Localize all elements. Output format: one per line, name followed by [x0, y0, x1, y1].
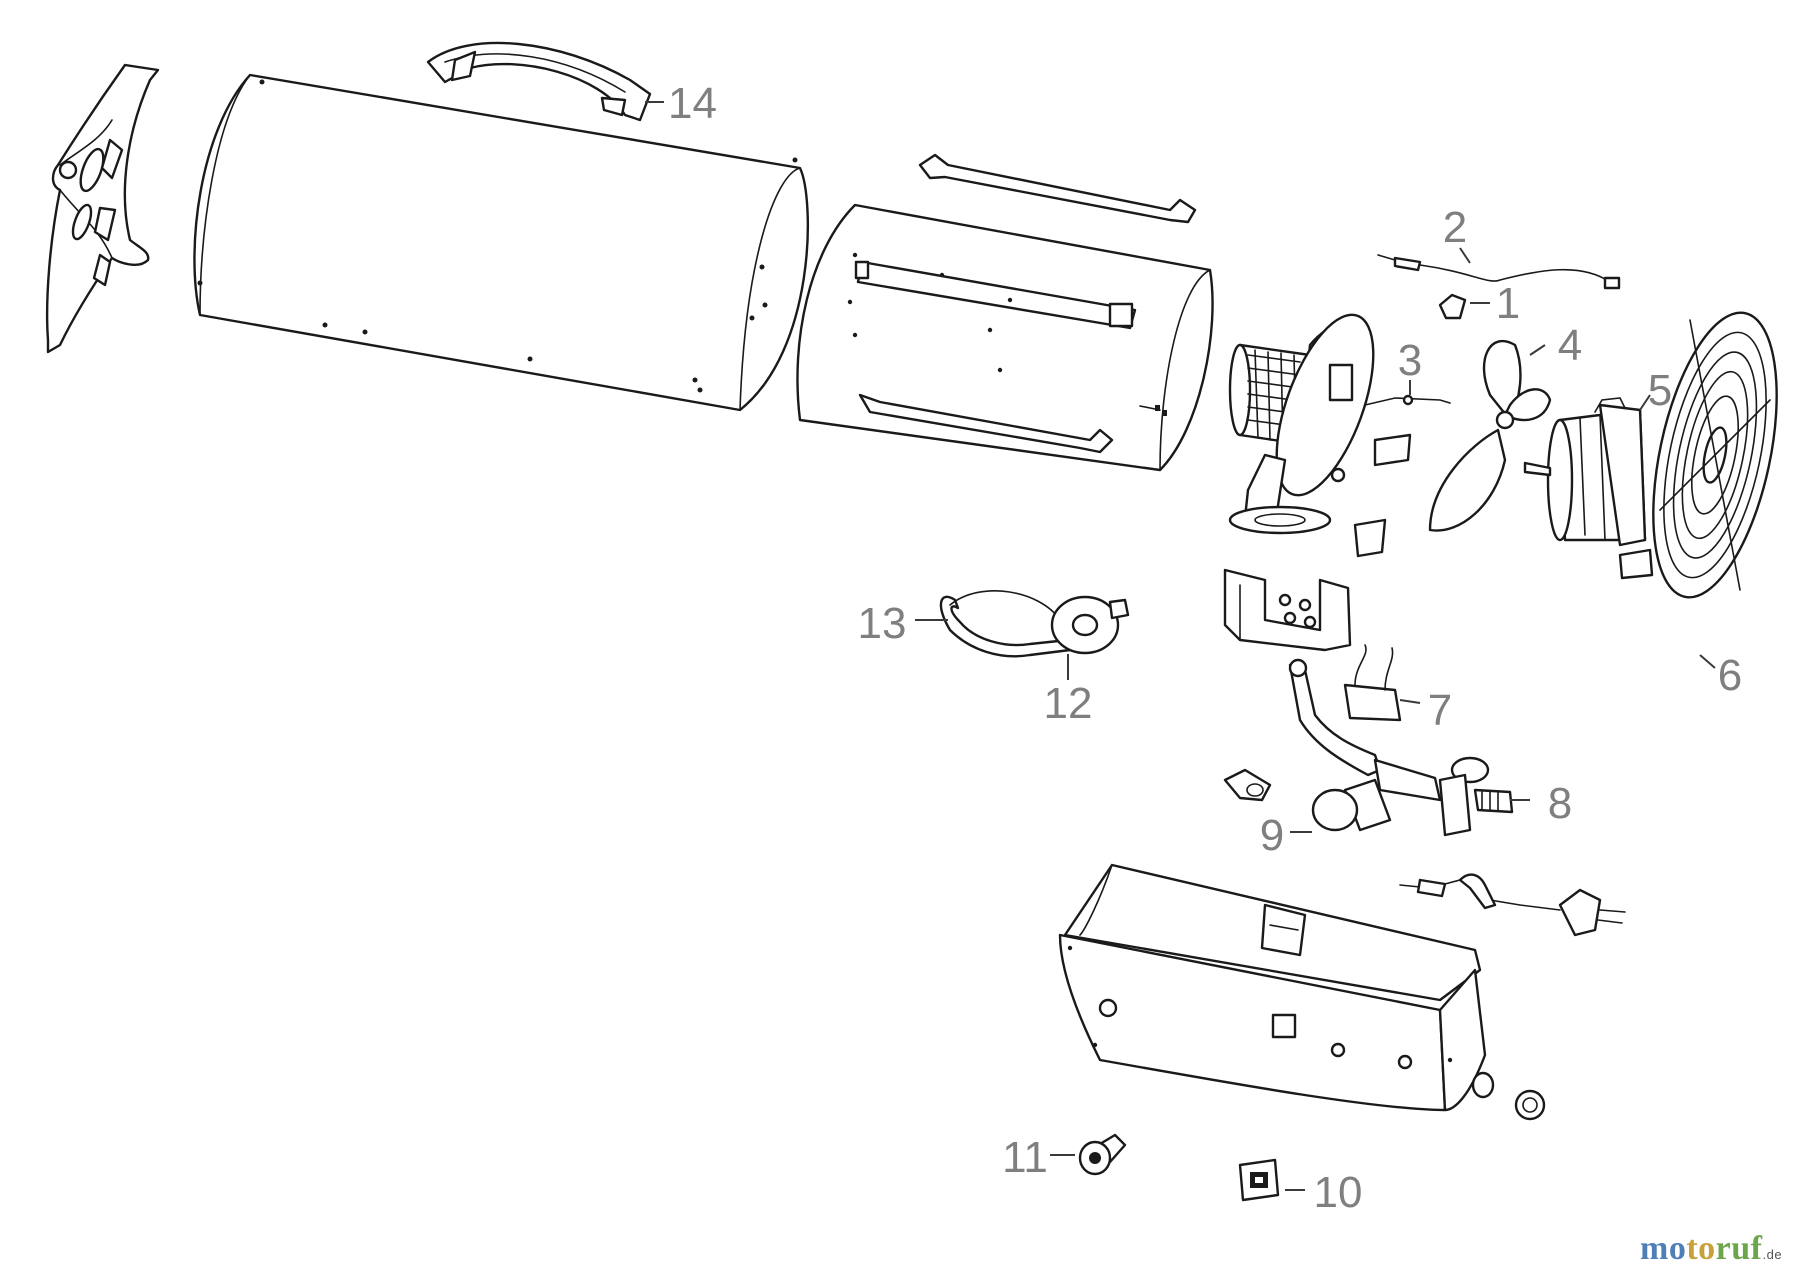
- callout-8: 8: [1548, 779, 1572, 828]
- motor-mounting-bracket: [1223, 568, 1352, 652]
- gas-control-valve: [1223, 768, 1392, 832]
- rocker-switch: [1238, 1158, 1280, 1202]
- callout-5: 5: [1648, 366, 1672, 415]
- callout-leader-lines: [645, 101, 1716, 1191]
- callout-12: 12: [1044, 679, 1093, 728]
- callout-14: 14: [668, 79, 717, 128]
- gas-hose-regulator: [939, 590, 1130, 658]
- carry-handle: [426, 41, 652, 122]
- ignition-electrode: [1353, 394, 1451, 558]
- grommet-and-cap: [1471, 1071, 1546, 1121]
- piezo-igniter: [1078, 1133, 1127, 1176]
- thermocouple-wire: [1377, 254, 1621, 290]
- rear-grille: [45, 63, 160, 354]
- callout-3: 3: [1398, 336, 1422, 385]
- callout-13: 13: [858, 599, 907, 648]
- capacitor: [1343, 644, 1402, 722]
- top-mounting-bracket: [918, 153, 1197, 224]
- callout-2: 2: [1443, 203, 1467, 252]
- callout-10: 10: [1314, 1168, 1363, 1217]
- power-cord: [1399, 873, 1626, 937]
- callout-4: 4: [1558, 321, 1582, 370]
- watermark-text-part2: to: [1686, 1230, 1716, 1267]
- combustion-chamber: [796, 203, 1214, 472]
- burner-assembly: [1228, 313, 1375, 535]
- watermark-text-part1: mo: [1640, 1230, 1687, 1267]
- callout-7: 7: [1428, 686, 1452, 735]
- front-fan-guard: [1618, 311, 1778, 599]
- fan-motor: [1523, 397, 1647, 547]
- fan-blade: [1428, 339, 1552, 532]
- gas-valve-assembly: [1288, 658, 1514, 837]
- mounting-clip: [1438, 293, 1467, 320]
- callout-6: 6: [1718, 651, 1742, 700]
- callout-9: 9: [1260, 811, 1284, 860]
- rear-housing-cylinder: [193, 73, 810, 412]
- watermark-text-part3: ruf: [1715, 1230, 1763, 1267]
- watermark-tld: .de: [1762, 1247, 1783, 1262]
- motoruf-watermark-logo: motoruf.de: [1640, 1232, 1782, 1266]
- callout-1: 1: [1496, 279, 1520, 328]
- callout-11: 11: [1002, 1133, 1048, 1182]
- base-chassis: [1058, 863, 1487, 1112]
- callout-labels: 14 2 1 3 4 5 6 7 8 9 10 11 12 13: [668, 79, 1742, 1217]
